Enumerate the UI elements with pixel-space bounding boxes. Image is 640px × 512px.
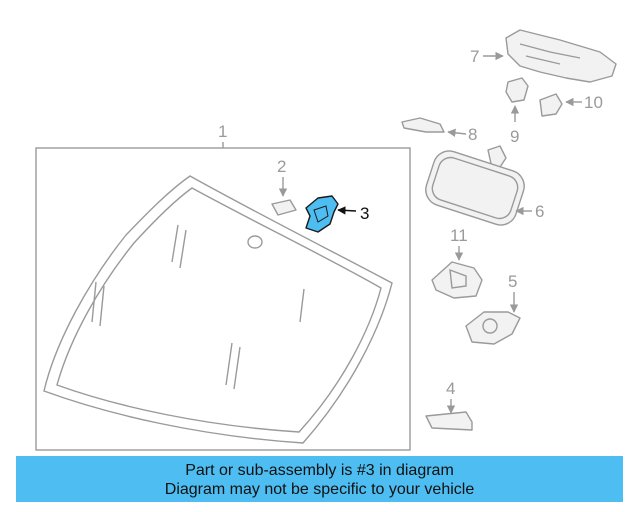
callout-9: 9 bbox=[510, 127, 519, 146]
callout-3: 3 bbox=[360, 204, 369, 223]
windshield-glass-outer bbox=[43, 175, 393, 444]
callout-7: 7 bbox=[470, 47, 479, 66]
info-banner: Part or sub-assembly is #3 in diagram Di… bbox=[16, 456, 623, 502]
part-10 bbox=[539, 93, 563, 117]
callout-8: 8 bbox=[468, 125, 477, 144]
part-2 bbox=[271, 199, 297, 216]
callout-6: 6 bbox=[535, 202, 544, 221]
banner-line-2: Diagram may not be specific to your vehi… bbox=[164, 481, 475, 498]
banner-line-1: Part or sub-assembly is #3 in diagram bbox=[185, 462, 454, 479]
callout-5: 5 bbox=[508, 272, 517, 291]
part-6-mirror bbox=[425, 145, 525, 226]
part-3-highlighted bbox=[305, 195, 339, 233]
part-5 bbox=[465, 311, 521, 345]
callout-1: 1 bbox=[218, 122, 227, 141]
part-7 bbox=[505, 29, 617, 83]
callout-11: 11 bbox=[450, 226, 468, 245]
parts-diagram: 1 2 3 7 9 10 8 6 bbox=[35, 29, 617, 451]
part-4 bbox=[425, 411, 473, 431]
part-9 bbox=[505, 77, 529, 103]
callout-2: 2 bbox=[277, 157, 286, 176]
part-8 bbox=[401, 117, 445, 133]
windshield-sensor-mark bbox=[247, 235, 263, 249]
callout-4: 4 bbox=[446, 379, 455, 398]
part-11 bbox=[431, 261, 483, 299]
windshield-glass-inner bbox=[56, 187, 382, 433]
callout-10: 10 bbox=[584, 93, 603, 112]
windshield-assembly bbox=[35, 147, 411, 451]
